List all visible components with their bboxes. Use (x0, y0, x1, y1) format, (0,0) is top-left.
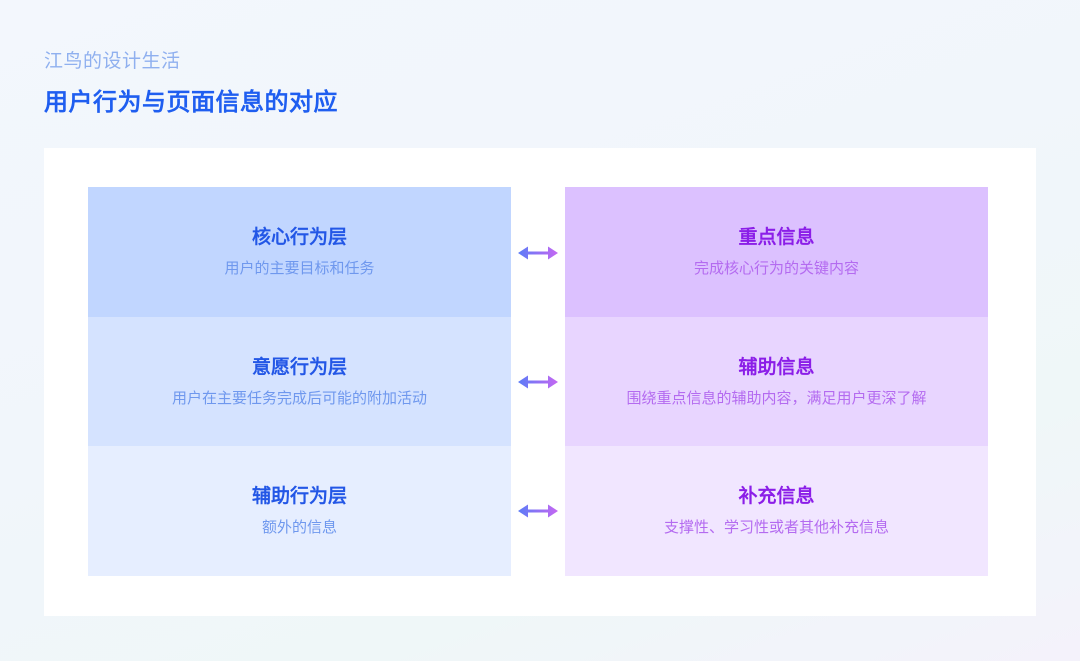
double-arrow-icon (518, 504, 558, 518)
page-info-column: 重点信息 完成核心行为的关键内容 辅助信息 围绕重点信息的辅助内容，满足用户更深… (565, 187, 988, 576)
user-behavior-column: 核心行为层 用户的主要目标和任务 意愿行为层 用户在主要任务完成后可能的附加活动… (88, 187, 511, 576)
behavior-layer-auxiliary: 辅助行为层 额外的信息 (88, 446, 511, 576)
behavior-layer-title: 意愿行为层 (251, 356, 347, 378)
behavior-layer-desc: 用户的主要目标和任务 (224, 259, 375, 277)
behavior-layer-desc: 额外的信息 (261, 518, 337, 536)
info-layer-desc: 支撑性、学习性或者其他补充信息 (663, 518, 889, 536)
behavior-layer-title: 辅助行为层 (251, 485, 347, 507)
behavior-layer-core: 核心行为层 用户的主要目标和任务 (88, 187, 511, 317)
double-arrow-icon (518, 375, 558, 389)
behavior-layer-desc: 用户在主要任务完成后可能的附加活动 (171, 389, 427, 407)
page-title: 用户行为与页面信息的对应 (44, 88, 338, 116)
behavior-layer-intent: 意愿行为层 用户在主要任务完成后可能的附加活动 (88, 317, 511, 446)
behavior-layer-title: 核心行为层 (251, 226, 347, 248)
info-layer-desc: 围绕重点信息的辅助内容，满足用户更深了解 (626, 389, 927, 407)
diagram-panel: 核心行为层 用户的主要目标和任务 意愿行为层 用户在主要任务完成后可能的附加活动… (44, 148, 1036, 616)
info-layer-title: 辅助信息 (738, 356, 815, 378)
info-layer-title: 补充信息 (738, 485, 815, 507)
double-arrow-icon (518, 246, 558, 260)
info-layer-key: 重点信息 完成核心行为的关键内容 (565, 187, 988, 317)
brand-subtitle: 江鸟的设计生活 (44, 50, 181, 72)
info-layer-desc: 完成核心行为的关键内容 (693, 259, 859, 277)
info-layer-supplementary: 补充信息 支撑性、学习性或者其他补充信息 (565, 446, 988, 576)
info-layer-auxiliary: 辅助信息 围绕重点信息的辅助内容，满足用户更深了解 (565, 317, 988, 446)
info-layer-title: 重点信息 (738, 226, 815, 248)
